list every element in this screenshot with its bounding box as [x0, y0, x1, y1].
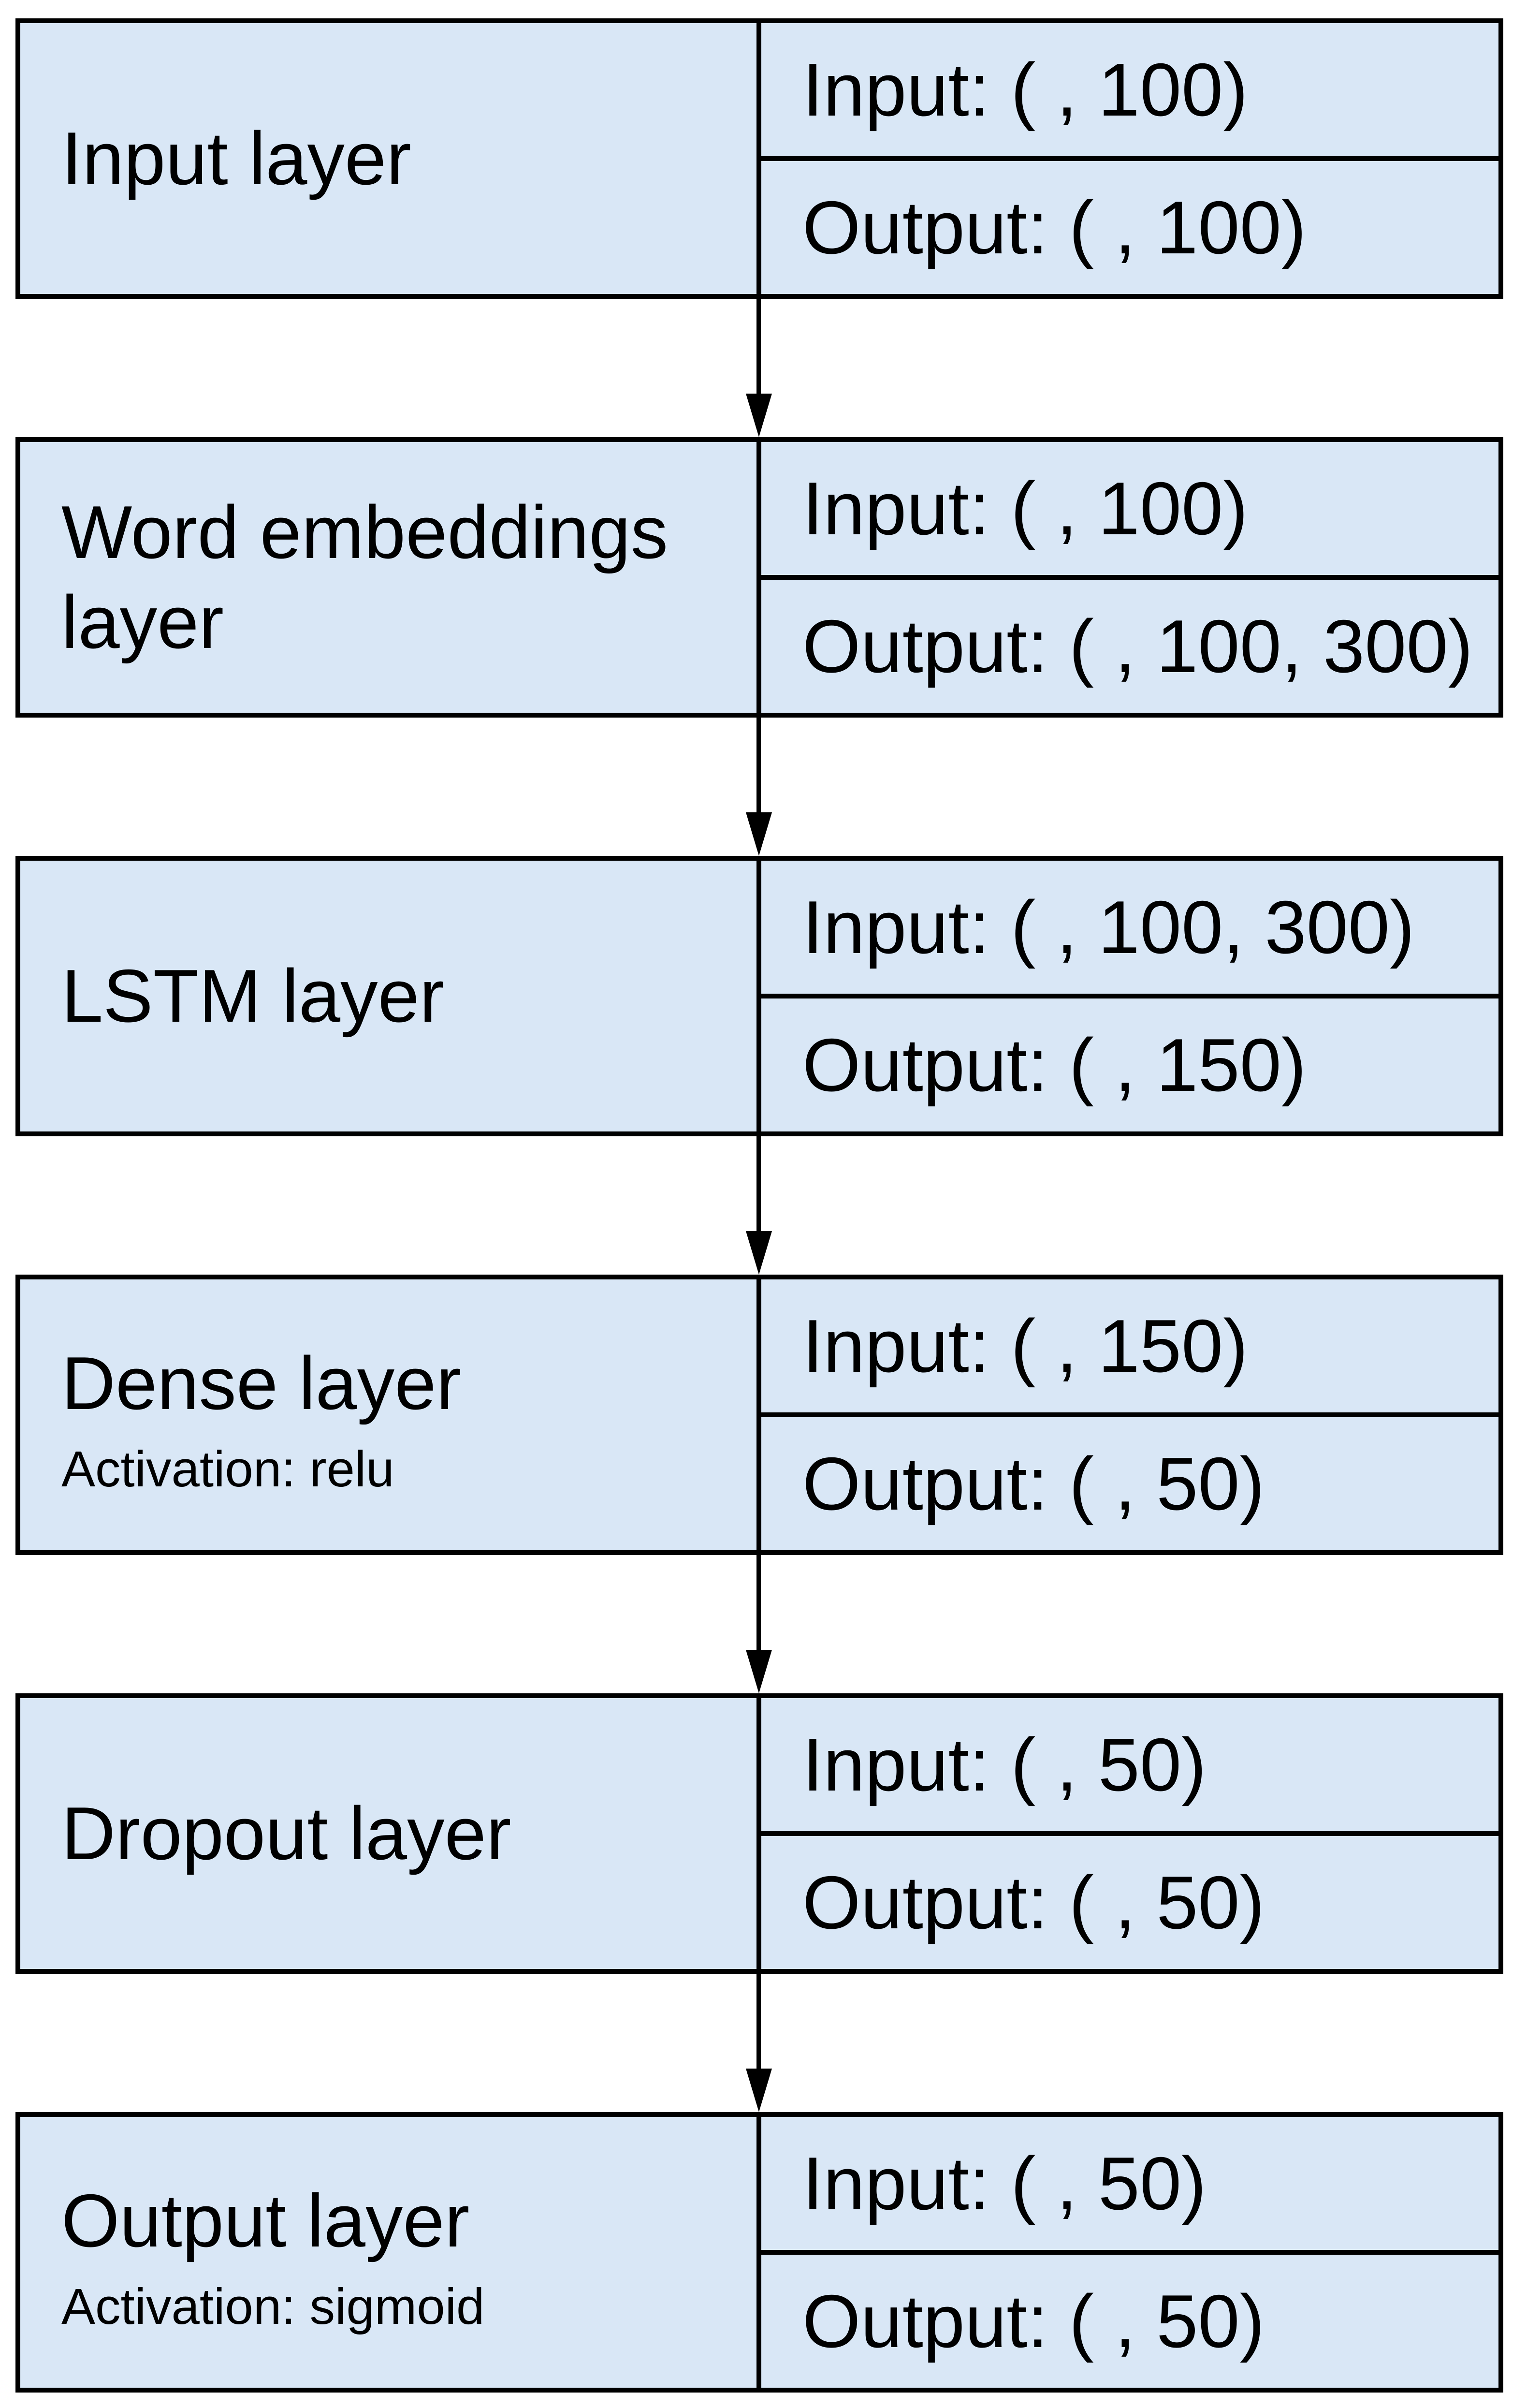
flow-arrow-shaft	[756, 299, 761, 394]
layer-name: Dense layer	[61, 1341, 462, 1425]
flow-arrow-shaft	[756, 1555, 761, 1650]
layer-activation-label: Activation: sigmoid	[61, 2278, 485, 2335]
layer-box-word-embeddings: Word embeddings layer Input: ( , 100) Ou…	[15, 437, 1503, 718]
layer-box-output: Output layer Activation: sigmoid Input: …	[15, 2112, 1503, 2393]
layer-activation-label: Activation: relu	[61, 1441, 394, 1498]
layer-box-lstm: LSTM layer Input: ( , 100, 300) Output: …	[15, 856, 1503, 1136]
flow-arrow-shaft	[756, 718, 761, 812]
layer-box-input: Input layer Input: ( , 100) Output: ( , …	[15, 18, 1503, 299]
layer-io-cell: Input: ( , 50) Output: ( , 50)	[761, 1698, 1498, 1969]
layer-name-cell: Word embeddings layer	[20, 442, 761, 713]
layer-name: Output layer	[61, 2179, 470, 2262]
flow-arrow-shaft	[756, 1136, 761, 1231]
flow-arrow-head-icon	[746, 2069, 772, 2112]
output-shape-row: Output: ( , 50)	[802, 1441, 1265, 1526]
layer-io-cell: Input: ( , 100, 300) Output: ( , 150)	[761, 861, 1498, 1131]
output-shape-row: Output: ( , 50)	[802, 1860, 1265, 1944]
output-shape-row: Output: ( , 100)	[802, 185, 1307, 269]
flow-arrow-head-icon	[746, 1231, 772, 1275]
flow-arrow-head-icon	[746, 394, 772, 437]
flow-arrow-shaft	[756, 1974, 761, 2069]
layer-name-cell: Input layer	[20, 23, 761, 294]
output-shape-row: Output: ( , 150)	[802, 1023, 1307, 1107]
layer-name: Word embeddings layer	[61, 490, 669, 664]
layer-name-cell: Dropout layer	[20, 1698, 761, 1969]
layer-name: LSTM layer	[61, 954, 445, 1038]
input-shape-row: Input: ( , 100)	[761, 23, 1498, 161]
input-shape-row: Input: ( , 100)	[761, 442, 1498, 580]
output-shape-row: Output: ( , 100, 300)	[802, 604, 1473, 688]
input-shape-row: Input: ( , 50)	[761, 2117, 1498, 2255]
input-shape-row: Input: ( , 100, 300)	[761, 861, 1498, 998]
layer-io-cell: Input: ( , 50) Output: ( , 50)	[761, 2117, 1498, 2388]
layer-name-cell: LSTM layer	[20, 861, 761, 1131]
layer-name-cell: Dense layer Activation: relu	[20, 1279, 761, 1550]
input-shape-row: Input: ( , 150)	[761, 1279, 1498, 1417]
layer-box-dense: Dense layer Activation: relu Input: ( , …	[15, 1275, 1503, 1555]
layer-io-cell: Input: ( , 100) Output: ( , 100)	[761, 23, 1498, 294]
layer-name: Dropout layer	[61, 1791, 511, 1875]
layer-name: Input layer	[61, 117, 411, 200]
output-shape-row: Output: ( , 50)	[802, 2279, 1265, 2363]
layer-name-cell: Output layer Activation: sigmoid	[20, 2117, 761, 2388]
flow-arrow-head-icon	[746, 1650, 772, 1693]
input-shape-row: Input: ( , 50)	[761, 1698, 1498, 1836]
layer-box-dropout: Dropout layer Input: ( , 50) Output: ( ,…	[15, 1693, 1503, 1974]
layer-io-cell: Input: ( , 100) Output: ( , 100, 300)	[761, 442, 1498, 713]
layer-io-cell: Input: ( , 150) Output: ( , 50)	[761, 1279, 1498, 1550]
flow-arrow-head-icon	[746, 812, 772, 856]
